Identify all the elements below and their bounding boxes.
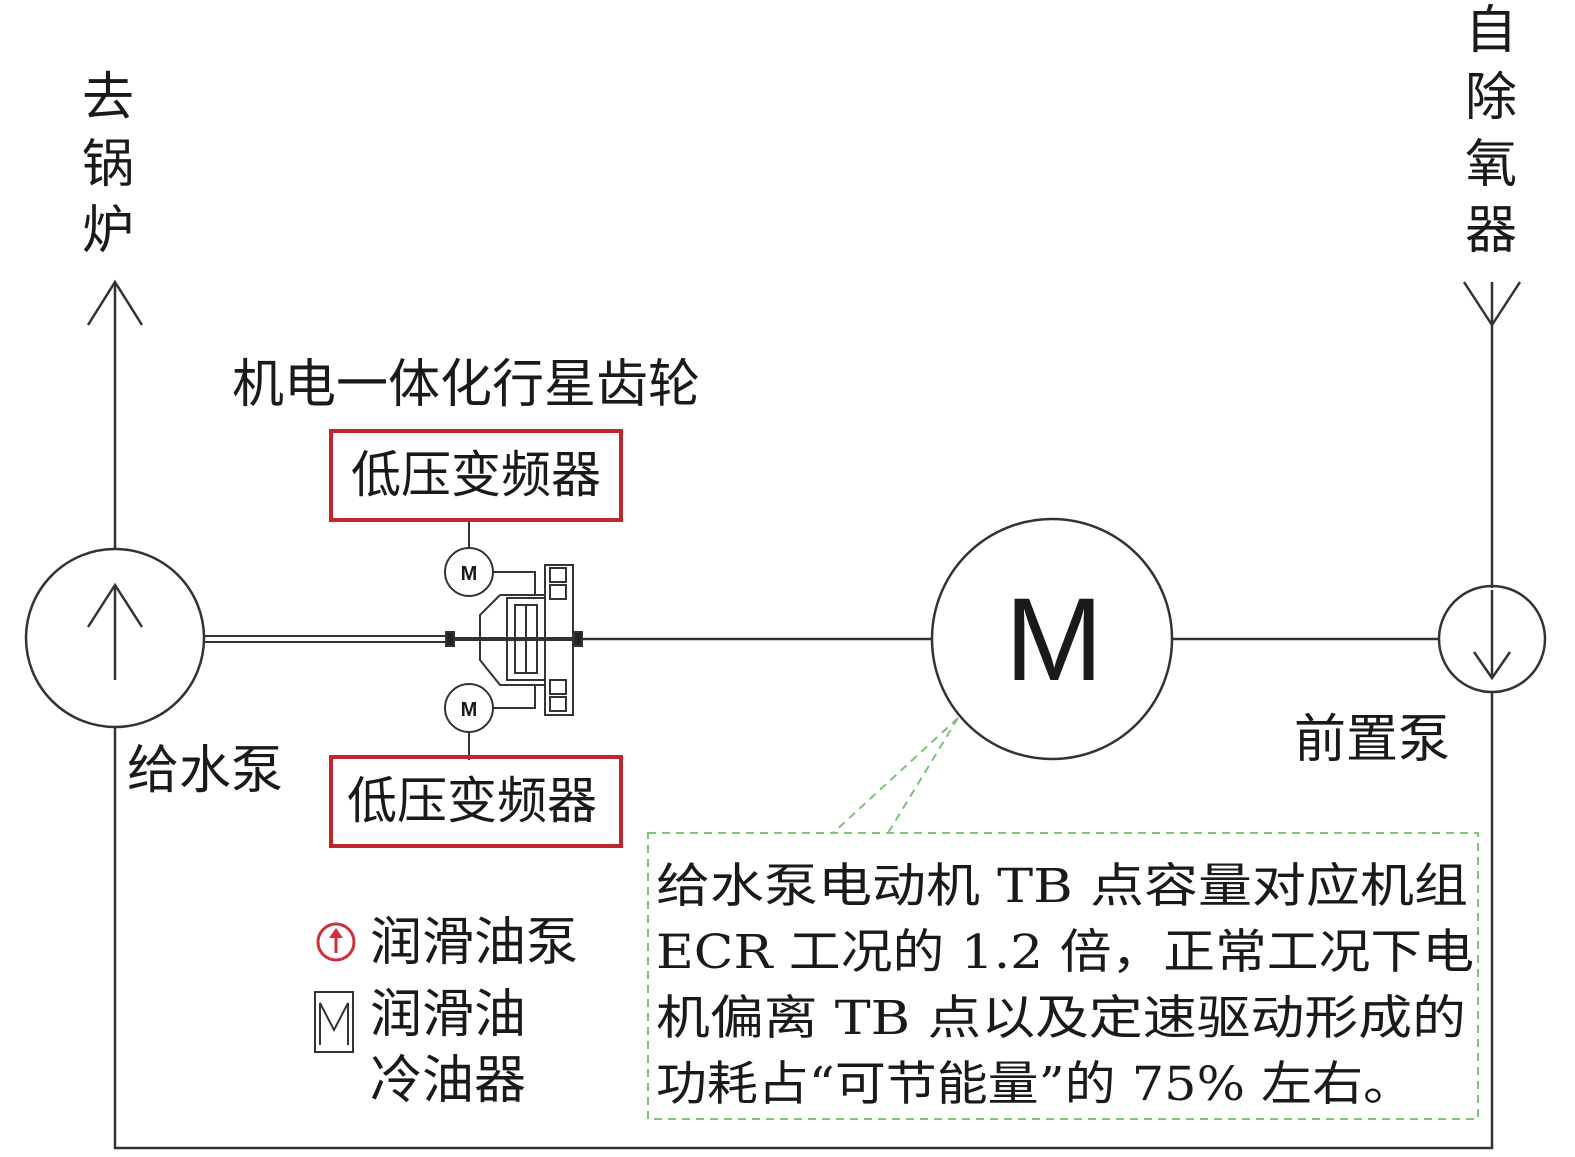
pump-arrow-head — [86, 582, 144, 628]
vfd-top-label: 低压变频器 — [351, 446, 601, 504]
motor-icon — [444, 547, 494, 597]
arrow-up-icon — [86, 279, 144, 326]
arrow-down-icon — [1462, 281, 1522, 328]
legend-oil-pump-label: 润滑油泵 — [370, 913, 578, 973]
pipe-bottom-loop — [113, 692, 1494, 1150]
from-deaerator-char-2: 除 — [1465, 68, 1517, 128]
piping — [86, 279, 1522, 1150]
vfd-top: 低压变频器 — [329, 429, 623, 522]
flange-bolt-1 — [549, 567, 567, 583]
motor-icon — [444, 683, 494, 733]
from-deaerator-char-1: 自 — [1465, 1, 1517, 61]
small-motor-symbol: M — [461, 699, 478, 721]
main-motor: M — [930, 517, 1174, 761]
feed-pump-label: 给水泵 — [127, 741, 283, 801]
link-top-motor — [493, 571, 536, 595]
note-leader-1 — [832, 717, 959, 834]
pump-down-arrow-icon — [1437, 584, 1547, 694]
planetary-gear-icon — [445, 564, 583, 716]
vfd-box-bottom — [329, 755, 623, 848]
motor-icon — [930, 517, 1174, 761]
booster-arrow-head — [1472, 651, 1512, 681]
note-line-2: ECR 工况的 1.2 倍，正常工况下电 — [656, 925, 1474, 980]
from-deaerator-char-4: 器 — [1465, 201, 1517, 261]
note-line-4: 功耗占“可节能量”的 75% 左右。 — [656, 1057, 1414, 1112]
legend-oil-cooler-line2: 冷油器 — [370, 1051, 526, 1111]
motor-symbol: M — [1005, 574, 1103, 706]
oil-pump-arrow-head — [329, 928, 343, 938]
gear-flange — [544, 564, 574, 716]
shaft-cap-left — [445, 631, 455, 647]
vfd-bottom: 低压变频器 — [329, 755, 623, 848]
flange-bolt-3 — [549, 679, 567, 695]
to-boiler-char-2: 锅 — [82, 135, 134, 195]
link-bottom-motor — [493, 685, 536, 709]
oil-cooler-icon — [314, 991, 354, 1053]
note-leader-2 — [887, 717, 959, 834]
note-line-3: 机偏离 TB 点以及定速驱动形成的 — [656, 991, 1466, 1046]
to-boiler-char-3: 炉 — [82, 201, 134, 261]
from-deaerator-char-3: 氧 — [1465, 135, 1517, 195]
flange-bolt-4 — [549, 696, 567, 712]
small-motor-symbol: M — [461, 563, 478, 585]
pump-up-arrow-icon — [24, 547, 206, 729]
vfd-bottom-label: 低压变频器 — [347, 772, 597, 830]
oil-cooler-m — [319, 1002, 349, 1045]
flange-bolt-2 — [549, 584, 567, 600]
booster-pump-label: 前置泵 — [1294, 710, 1450, 770]
label-to-boiler: 去 锅 炉 — [82, 68, 134, 261]
gear-housing-left — [479, 594, 545, 686]
small-motor-bottom: M — [444, 683, 494, 760]
legend-oil-cooler-line1: 润滑油 — [370, 985, 526, 1045]
oil-pump-circle — [316, 922, 356, 962]
label-from-deaerator: 自 除 氧 器 — [1465, 1, 1517, 261]
small-motor-top: M — [444, 520, 494, 597]
annotation-note: 给水泵电动机 TB 点容量对应机组 ECR 工况的 1.2 倍，正常工况下电 机… — [647, 717, 1479, 1120]
oil-pump-icon — [316, 922, 356, 962]
legend: 润滑油泵 润滑油 冷油器 — [314, 913, 578, 1111]
booster-pump — [1437, 584, 1547, 694]
shaft-cap-right — [573, 631, 583, 647]
note-line-1: 给水泵电动机 TB 点容量对应机组 — [656, 859, 1468, 914]
note-box — [647, 832, 1479, 1120]
vfd-box-top — [329, 429, 623, 522]
to-boiler-char-1: 去 — [82, 68, 134, 128]
oil-cooler-box — [314, 991, 354, 1053]
gear-title: 机电一体化行星齿轮 — [232, 355, 700, 415]
feed-pump — [24, 547, 206, 729]
